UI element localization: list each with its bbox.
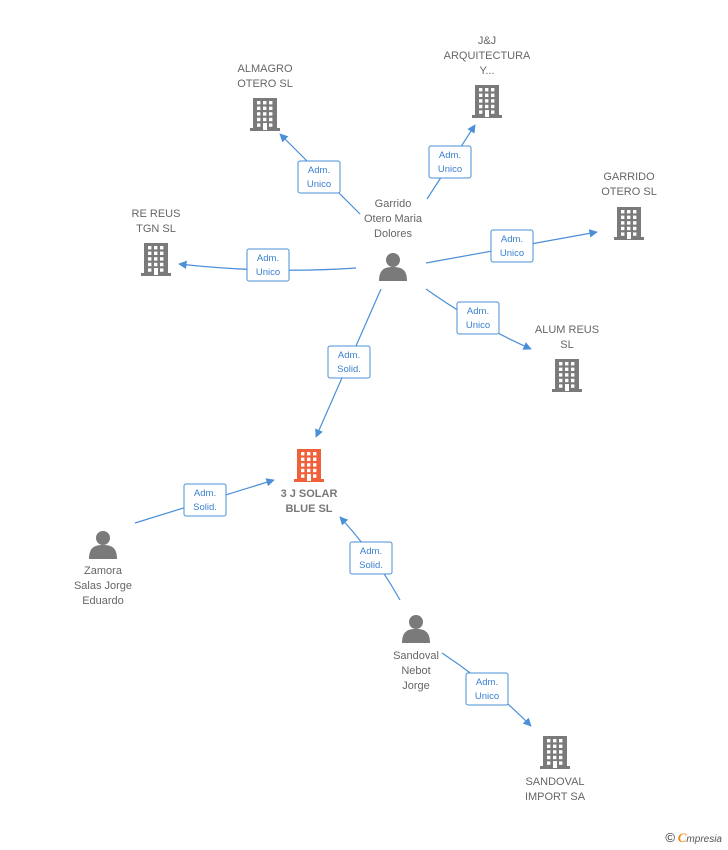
node-label: Eduardo	[82, 595, 124, 607]
edge-label-text: Solid.	[193, 502, 217, 513]
edge-label-text: Adm.	[360, 546, 382, 557]
edge-garrido_p-jj: Adm. Unico	[426, 124, 476, 200]
node-label: RE REUS	[132, 208, 181, 220]
edge-label-text: Unico	[500, 248, 524, 259]
edge-sandoval_p-sandoval_sa: Adm. Unico	[441, 652, 532, 727]
edge-label-box[interactable]	[349, 541, 393, 575]
edge-garrido_p-alum: Adm. Unico	[425, 288, 532, 350]
person-icon	[402, 615, 430, 643]
edge-label-text: Adm.	[338, 350, 360, 361]
edge-garrido_p-garrido_sl: Adm. Unico	[425, 229, 598, 264]
building-icon	[614, 207, 644, 240]
node-rereus[interactable]: RE REUS TGN SL	[132, 208, 181, 276]
edge-label-text: Solid.	[359, 560, 383, 571]
node-label: J&J	[478, 35, 496, 47]
node-label: Nebot	[401, 665, 430, 677]
edge-label-text: Adm.	[257, 253, 279, 264]
node-label: 3 J SOLAR	[281, 488, 338, 500]
building-icon	[540, 736, 570, 769]
node-label: Salas Jorge	[74, 580, 132, 592]
edge-label-text: Unico	[466, 320, 490, 331]
edge-label-text: Adm.	[467, 306, 489, 317]
node-label: OTERO SL	[601, 186, 657, 198]
node-label: SL	[560, 339, 573, 351]
edge-label-text: Adm.	[439, 150, 461, 161]
edge-label-box[interactable]	[428, 145, 472, 179]
edge-garrido_p-almagro: Adm. Unico	[279, 133, 361, 215]
node-label: TGN SL	[136, 223, 176, 235]
node-alum[interactable]: ALUM REUS SL	[535, 324, 599, 392]
node-label: Dolores	[374, 228, 412, 240]
node-label: Sandoval	[393, 650, 439, 662]
node-almagro[interactable]: ALMAGRO OTERO SL	[237, 63, 293, 131]
edge-label-box[interactable]	[465, 672, 509, 706]
brand-initial: C	[677, 830, 687, 845]
person-icon	[379, 253, 407, 281]
node-label: ALMAGRO	[237, 63, 292, 75]
brand-name: mpresia	[686, 834, 722, 845]
edge-label-text: Adm.	[308, 165, 330, 176]
edge-zamora-solar: Adm. Solid.	[134, 478, 275, 524]
node-label: OTERO SL	[237, 78, 293, 90]
edge-label-box[interactable]	[456, 301, 500, 335]
edge-label-text: Unico	[307, 179, 331, 190]
node-label: SANDOVAL	[525, 776, 584, 788]
node-label: Zamora	[84, 565, 123, 577]
edge-garrido_p-rereus: Adm. Unico	[178, 248, 357, 282]
node-label: ALUM REUS	[535, 324, 599, 336]
node-label: Jorge	[402, 680, 430, 692]
edge-label-text: Solid.	[337, 364, 361, 375]
building-icon	[552, 359, 582, 392]
building-icon	[141, 243, 171, 276]
edge-sandoval_p-solar: Adm. Solid.	[339, 516, 401, 601]
edge-label-box[interactable]	[246, 248, 290, 282]
node-solar[interactable]: 3 J SOLAR BLUE SL	[281, 449, 338, 515]
edge-label-text: Adm.	[501, 234, 523, 245]
footer-brand: © Cmpresia	[665, 830, 722, 846]
node-garrido_sl[interactable]: GARRIDO OTERO SL	[601, 171, 657, 240]
node-label: IMPORT SA	[525, 791, 586, 803]
building-icon	[472, 85, 502, 118]
node-label: Otero Maria	[364, 213, 423, 225]
node-label: GARRIDO	[603, 171, 655, 183]
edge-label-text: Unico	[475, 691, 499, 702]
edges-layer: Adm.UnicoAdm.UnicoAdm.UnicoAdm.UnicoAdm.…	[134, 124, 598, 727]
copyright-symbol: ©	[665, 830, 675, 845]
edge-label-text: Adm.	[476, 677, 498, 688]
node-jj[interactable]: J&J ARQUITECTURA Y...	[444, 35, 531, 118]
edge-label-text: Unico	[256, 267, 280, 278]
edge-label-text: Unico	[438, 164, 462, 175]
edge-garrido_p-solar: Adm. Solid.	[315, 288, 382, 438]
edge-label-text: Adm.	[194, 488, 216, 499]
nodes-layer: ALMAGRO OTERO SL J&J ARQUITECTURA Y... GARRID…	[74, 35, 657, 803]
node-label: Y...	[479, 65, 494, 77]
node-label: BLUE SL	[285, 503, 332, 515]
edge-label-box[interactable]	[490, 229, 534, 263]
node-label: ARQUITECTURA	[444, 50, 531, 62]
edge-label-box[interactable]	[183, 483, 227, 517]
person-icon	[89, 531, 117, 559]
building-icon	[250, 98, 280, 131]
node-label: Garrido	[375, 198, 412, 210]
building-icon	[294, 449, 324, 482]
edge-label-box[interactable]	[297, 160, 341, 194]
edge-label-box[interactable]	[327, 345, 371, 379]
node-sandoval_sa[interactable]: SANDOVAL IMPORT SA	[525, 736, 586, 803]
